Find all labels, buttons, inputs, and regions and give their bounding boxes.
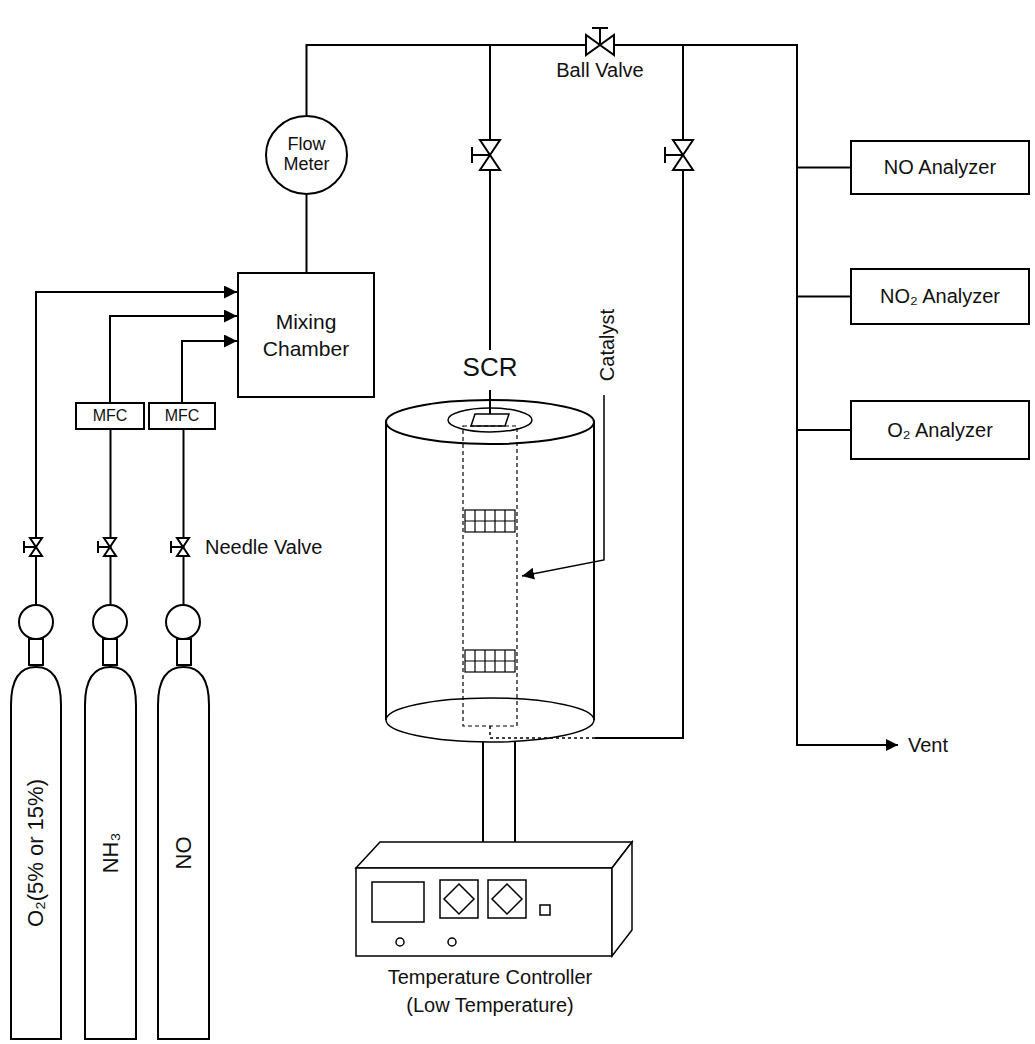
pipe-connector — [306, 195, 308, 272]
node-label: NH₃ — [97, 832, 125, 873]
pipe-connector — [110, 316, 237, 402]
node-label: NO — [170, 836, 198, 869]
reactor-bottom — [386, 698, 594, 742]
temperature-controller — [356, 842, 632, 956]
pipe-connector — [595, 45, 850, 738]
scr-reactor: SCR — [385, 350, 595, 750]
outlet-pipe — [490, 737, 595, 739]
pipe-connector — [595, 45, 850, 738]
flow-meter: Flow Meter — [265, 115, 348, 195]
meter-circle — [266, 116, 347, 194]
node-label: Flow Meter — [272, 135, 342, 175]
pipe-connector — [182, 341, 237, 402]
analyzer-box: O₂ Analyzer — [850, 400, 1030, 460]
gas-cylinder: NH₃ — [84, 665, 137, 1040]
pipe-connector — [595, 45, 850, 738]
regulator — [19, 605, 53, 639]
analyzer-box: NO Analyzer — [850, 140, 1030, 195]
node-label: NO Analyzer — [884, 155, 996, 180]
leader-line — [522, 395, 604, 576]
catalyst-mesh — [465, 510, 515, 532]
outlet-valve — [665, 140, 693, 170]
vent-pipe — [797, 430, 898, 745]
vent-label: Vent — [908, 731, 948, 759]
node-label: O₂ Analyzer — [887, 418, 993, 443]
needle-valve — [98, 538, 116, 556]
ball-valve — [586, 28, 614, 55]
device-label: Temperature Controller (Low Temperature) — [375, 963, 605, 1019]
reactor-wall — [593, 422, 595, 720]
tube-opening — [471, 414, 509, 426]
cylinder-neck — [29, 639, 43, 665]
cylinder-body — [85, 667, 136, 1039]
analyzer-box: NO₂ Analyzer — [850, 268, 1030, 325]
regulator — [93, 605, 127, 639]
regulator — [166, 605, 200, 639]
valve-label: Ball Valve — [550, 56, 650, 84]
gas-cylinder: NO — [157, 665, 210, 1040]
node-label: MFC — [93, 406, 128, 426]
outlet-pipe — [489, 726, 491, 738]
needle-valve — [171, 538, 189, 556]
heater-wire — [514, 742, 516, 855]
mass-flow-controller: MFC — [148, 402, 216, 430]
reactor-ring — [448, 408, 532, 432]
reactor-wall — [385, 422, 387, 720]
mixing-chamber: Mixing Chamber — [237, 272, 375, 398]
valve-label: Needle Valve — [205, 533, 322, 561]
heater-wire — [482, 742, 484, 855]
reactor-drawing — [385, 350, 595, 750]
catalyst-mesh — [465, 650, 515, 672]
mass-flow-controller: MFC — [75, 402, 145, 430]
node-label: O₂(5% or 15%) — [22, 779, 50, 927]
cylinder-body — [158, 667, 209, 1039]
inlet-pipe — [489, 390, 491, 414]
gas-cylinder: O₂(5% or 15%) — [10, 665, 62, 1040]
reactor-heading: SCR — [385, 352, 595, 383]
needle-valve — [24, 538, 42, 556]
cylinder-body — [11, 667, 61, 1039]
node-label: NO₂ Analyzer — [880, 284, 1000, 309]
inlet-valve — [472, 140, 500, 170]
node-label: MFC — [165, 406, 200, 426]
pipe-connector — [36, 292, 237, 665]
cylinder-neck — [177, 639, 191, 665]
reactor-tube — [463, 426, 517, 726]
node-label: Mixing Chamber — [246, 308, 366, 363]
reactor-top — [386, 400, 594, 444]
callout-label: Catalyst — [593, 309, 621, 381]
cylinder-neck — [103, 639, 117, 665]
